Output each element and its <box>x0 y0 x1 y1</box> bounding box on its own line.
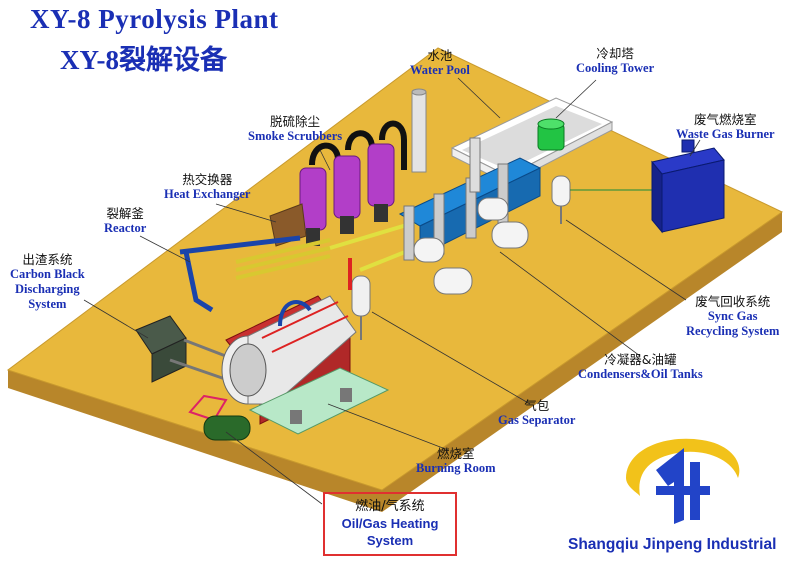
label-smoke-scrubbers: 脱硫除尘 Smoke Scrubbers <box>248 114 342 144</box>
label-burning-room: 燃烧室 Burning Room <box>416 446 496 476</box>
label-carbon-black-en-1: Carbon Black <box>10 267 85 281</box>
water-pool-shape <box>450 97 614 185</box>
label-carbon-black-en-2: Discharging <box>15 282 80 296</box>
platform-side <box>8 212 782 512</box>
label-sync-gas-en-1: Sync Gas <box>707 309 758 323</box>
label-water-pool-zh: 水池 <box>427 48 453 63</box>
platform-top <box>6 47 783 491</box>
page-title: XY-8 Pyrolysis Plant <box>30 4 279 34</box>
label-smoke-scrubbers-en: Smoke Scrubbers <box>248 129 343 143</box>
label-reactor-en: Reactor <box>104 221 147 235</box>
label-heating-system: 燃油/气系统 Oil/Gas Heating System <box>323 492 457 556</box>
label-smoke-scrubbers-zh: 脱硫除尘 <box>270 114 321 129</box>
label-reactor-zh: 裂解釜 <box>106 206 144 221</box>
label-sync-gas-zh: 废气回收系统 <box>695 294 771 309</box>
burning-room-shape <box>248 367 390 435</box>
label-burning-room-zh: 燃烧室 <box>437 446 475 461</box>
label-gas-separator-zh: 气包 <box>524 398 550 413</box>
label-sync-gas: 废气回收系统 Sync Gas Recycling System <box>686 294 779 339</box>
label-waste-gas-burner-en: Waste Gas Burner <box>676 127 775 141</box>
leader-lines <box>83 77 701 505</box>
label-cooling-tower-en: Cooling Tower <box>576 61 655 75</box>
chimney-shape <box>411 88 427 173</box>
smoke-scrubbers-shape <box>299 120 407 246</box>
label-heating-system-en-2: System <box>366 533 414 548</box>
label-reactor: 裂解釜 Reactor <box>104 206 146 236</box>
label-carbon-black-zh: 出渣系统 <box>22 252 73 267</box>
label-cooling-tower-zh: 冷却塔 <box>596 46 634 61</box>
label-heat-exchanger-en: Heat Exchanger <box>164 187 251 201</box>
waste-gas-burner-shape <box>651 139 725 234</box>
label-cooling-tower: 冷却塔 Cooling Tower <box>576 46 654 76</box>
label-heat-exchanger: 热交换器 Heat Exchanger <box>164 172 250 202</box>
label-water-pool-en: Water Pool <box>410 63 470 77</box>
gas-separator-shape <box>348 258 371 340</box>
label-condensers-en: Condensers&Oil Tanks <box>578 367 703 381</box>
label-burning-room-en: Burning Room <box>416 461 496 475</box>
condensers-shape <box>398 137 542 295</box>
label-condensers: 冷凝器&油罐 Condensers&Oil Tanks <box>578 352 703 382</box>
label-carbon-black: 出渣系统 Carbon Black Discharging System <box>10 252 85 312</box>
sync-gas-tank-shape <box>551 175 652 224</box>
label-heating-system-zh: 燃油/气系统 <box>355 499 425 514</box>
label-waste-gas-burner: 废气燃烧室 Waste Gas Burner <box>676 112 775 142</box>
label-sync-gas-en-2: Recycling System <box>686 324 780 338</box>
heat-exchanger-shape <box>179 203 331 313</box>
label-heat-exchanger-zh: 热交换器 <box>182 172 233 187</box>
label-gas-separator: 气包 Gas Separator <box>498 398 575 428</box>
label-gas-separator-en: Gas Separator <box>498 413 576 427</box>
label-condensers-zh: 冷凝器&油罐 <box>604 352 677 367</box>
page-subtitle: XY-8裂解设备 <box>60 45 228 75</box>
cooling-tower-shape <box>537 118 565 151</box>
carbon-black-shape <box>135 315 237 383</box>
label-water-pool: 水池 Water Pool <box>410 48 470 78</box>
label-waste-gas-burner-zh: 废气燃烧室 <box>694 112 757 127</box>
label-heating-system-en-1: Oil/Gas Heating <box>341 516 439 531</box>
jinpeng-logo-icon <box>626 438 740 524</box>
label-carbon-black-en-3: System <box>28 297 67 311</box>
company-name: Shangqiu Jinpeng Industrial <box>568 536 777 553</box>
heating-system-shape <box>188 394 251 441</box>
